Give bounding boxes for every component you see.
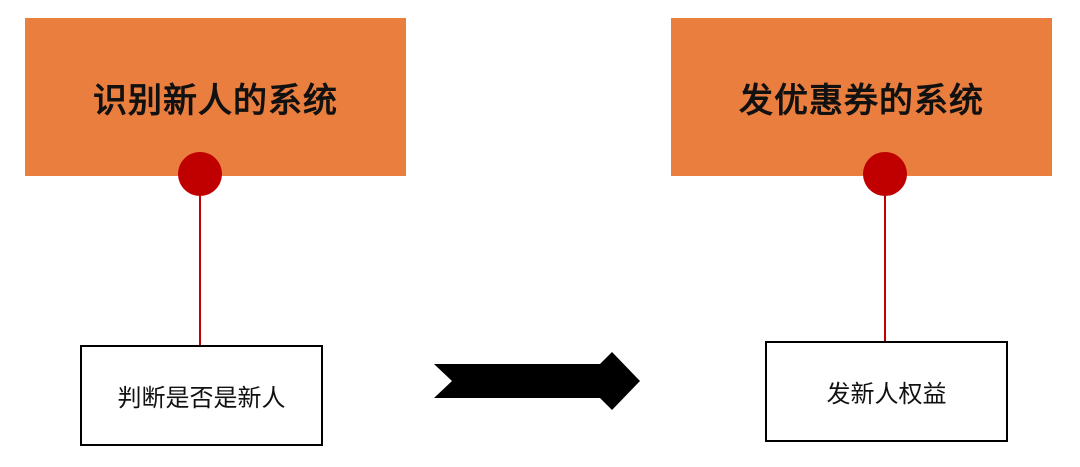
coupon-system-box: 发优惠券的系统 bbox=[671, 18, 1052, 176]
issue-new-user-benefit-label: 发新人权益 bbox=[826, 380, 947, 408]
issue-new-user-benefit-box: 发新人权益 bbox=[765, 341, 1008, 442]
new-user-system-title: 识别新人的系统 bbox=[93, 80, 338, 121]
flow-arrow-icon bbox=[434, 352, 640, 410]
check-new-user-box: 判断是否是新人 bbox=[80, 345, 323, 446]
new-user-system-box: 识别新人的系统 bbox=[25, 18, 406, 176]
coupon-system-title: 发优惠券的系统 bbox=[739, 80, 984, 121]
right-connector-dot bbox=[863, 152, 907, 196]
right-connector-line bbox=[884, 175, 886, 341]
left-connector-dot bbox=[178, 152, 222, 196]
check-new-user-label: 判断是否是新人 bbox=[117, 384, 286, 412]
left-connector-line bbox=[199, 175, 201, 345]
